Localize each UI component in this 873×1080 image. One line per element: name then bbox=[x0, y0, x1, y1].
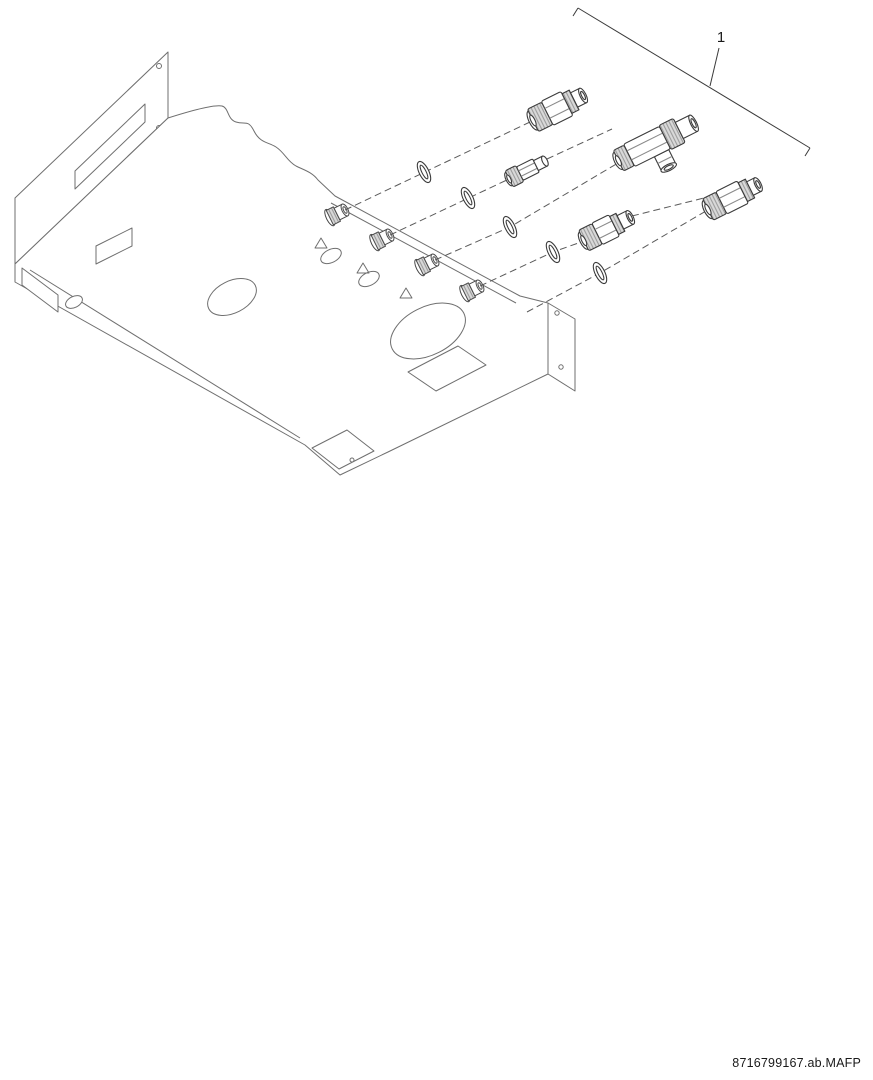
frame-large-hole-right bbox=[390, 302, 466, 360]
frame-manifold-edge bbox=[330, 202, 517, 304]
o-ring-inner bbox=[463, 190, 473, 206]
branch-bore bbox=[663, 164, 674, 171]
o-ring-3 bbox=[502, 215, 518, 239]
frame-step-bracket bbox=[95, 227, 133, 265]
frame-large-hole-left bbox=[207, 278, 257, 316]
callout-leader-line bbox=[709, 47, 720, 87]
o-ring-inner bbox=[595, 265, 605, 281]
frame-pan-silhouette bbox=[14, 105, 576, 476]
frame-wall-slot bbox=[74, 103, 146, 190]
nose-bore bbox=[755, 180, 761, 189]
end-bore bbox=[704, 203, 712, 216]
frame-tab-hole bbox=[349, 457, 355, 463]
branch-collar-line bbox=[657, 155, 673, 164]
ball-valve-fitting bbox=[526, 87, 589, 132]
frame-flange-hole-top bbox=[554, 310, 560, 316]
frame-triangle-mark-3 bbox=[399, 287, 413, 299]
end-bore bbox=[529, 114, 537, 127]
frame-wall-hole-top bbox=[156, 63, 162, 69]
assembly-axis-2b bbox=[546, 128, 613, 160]
frame-notch bbox=[407, 345, 487, 392]
o-ring-1 bbox=[416, 160, 432, 184]
end-bore bbox=[506, 174, 513, 184]
body-facets bbox=[518, 162, 538, 177]
callout-1: 1 bbox=[572, 7, 811, 157]
o-ring-inner bbox=[505, 219, 515, 235]
frame-triangle-mark-2 bbox=[356, 262, 370, 274]
o-ring-inner bbox=[419, 164, 429, 180]
service-valve bbox=[577, 210, 636, 251]
assembly-axis-2 bbox=[389, 178, 510, 236]
o-ring-4 bbox=[545, 240, 561, 264]
end-bore bbox=[614, 155, 623, 167]
frame-foot-oval-hole bbox=[65, 295, 83, 309]
mounting-frame bbox=[14, 51, 576, 476]
frame-left-foot bbox=[21, 267, 59, 313]
drawing-reference: 8716799167.ab.MAFP bbox=[732, 1056, 861, 1070]
o-ring-5 bbox=[592, 261, 608, 285]
manifold-stub-2 bbox=[369, 228, 395, 252]
assembly-axis-4 bbox=[479, 240, 585, 287]
frame-flange-hole-bottom bbox=[558, 364, 564, 370]
union-fitting bbox=[701, 177, 763, 221]
nose-bore bbox=[580, 90, 587, 101]
assembly-axis-1 bbox=[344, 121, 531, 211]
callout-bracket-line bbox=[572, 7, 811, 157]
frame-small-oval-1 bbox=[320, 247, 342, 265]
assembly-axis-4b bbox=[631, 197, 705, 217]
end-bore bbox=[580, 235, 588, 247]
nose-cap bbox=[541, 155, 549, 167]
callout-label: 1 bbox=[717, 29, 725, 46]
o-ring-2 bbox=[460, 186, 476, 210]
nose-bore bbox=[690, 118, 697, 129]
straight-fitting bbox=[504, 155, 549, 187]
fitting-group bbox=[416, 87, 763, 285]
body-facets bbox=[718, 187, 746, 208]
manifold-stub-3 bbox=[414, 253, 440, 277]
body-facets bbox=[626, 132, 668, 161]
body-facets bbox=[544, 98, 570, 119]
body-facets bbox=[594, 220, 617, 239]
nose-bore bbox=[627, 213, 634, 222]
o-ring-inner bbox=[548, 244, 558, 260]
manifold-stub-1 bbox=[324, 203, 350, 227]
frame-triangle-mark-1 bbox=[314, 237, 328, 249]
frame-bottom-tab bbox=[311, 429, 375, 470]
tee-service-valve bbox=[612, 114, 699, 173]
